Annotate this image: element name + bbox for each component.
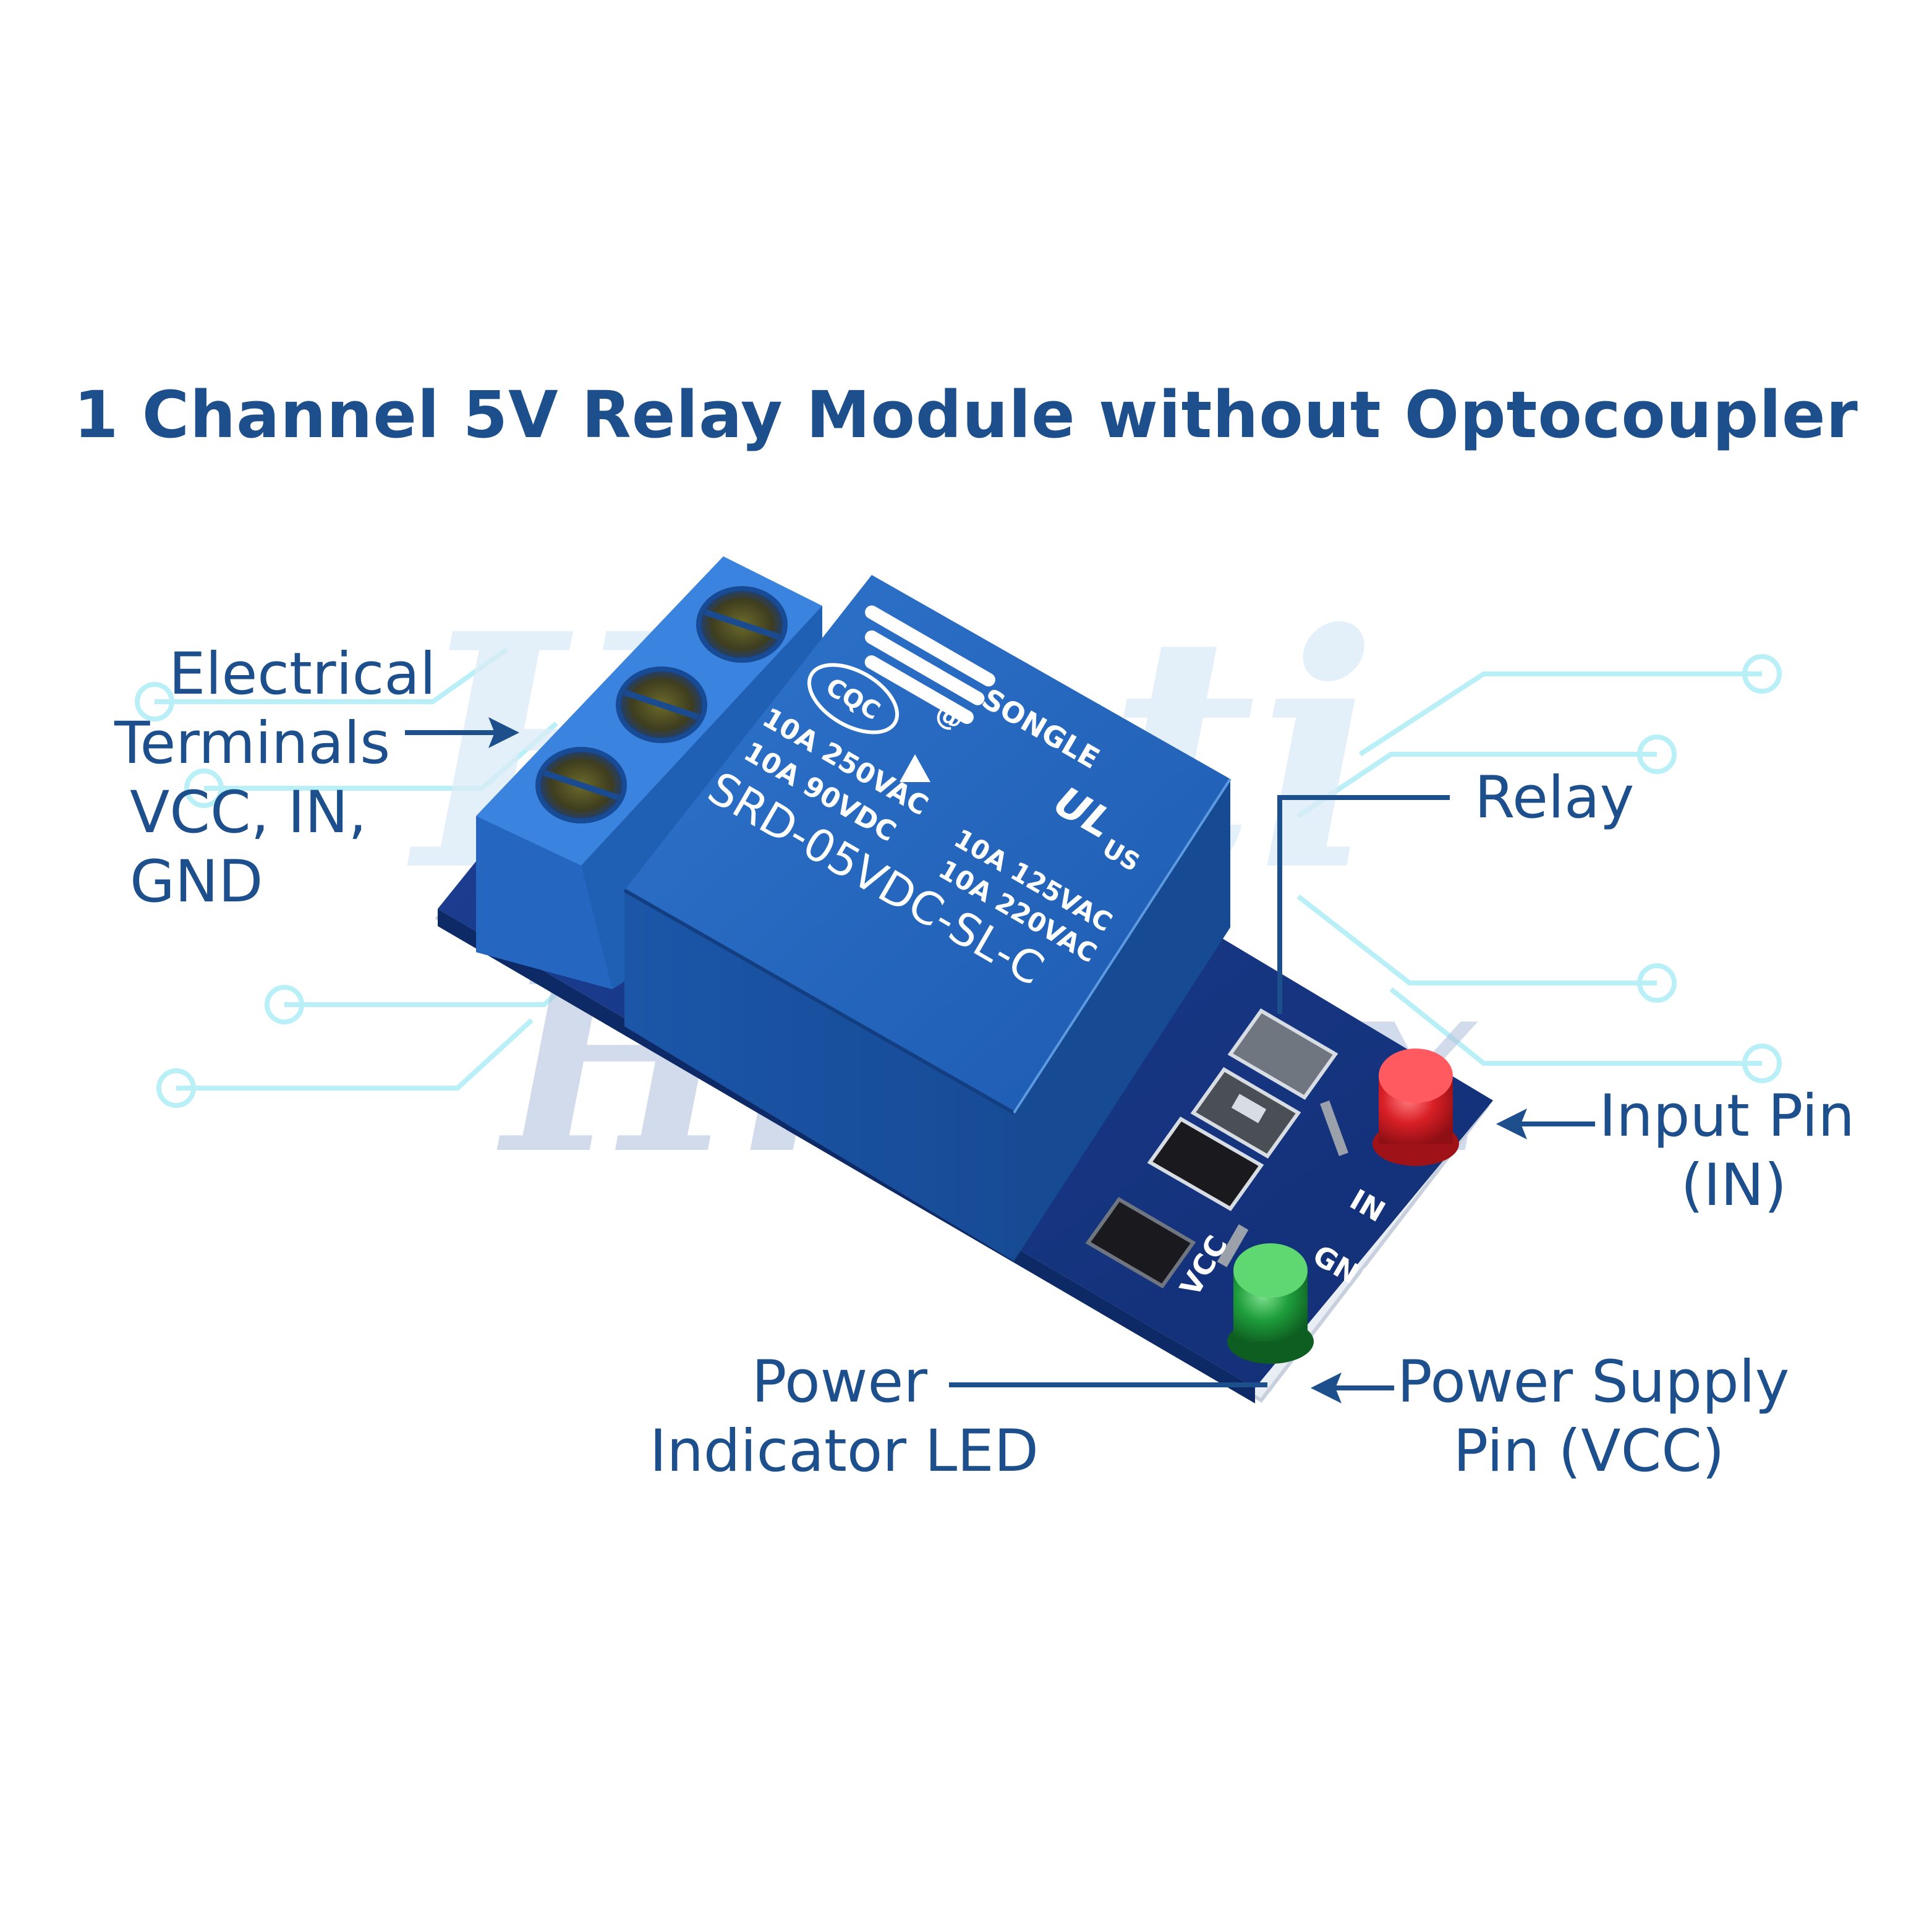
smd-resistor-1 [1227,1008,1338,1100]
label-electrical-terminals-line1: Electrical [168,640,436,708]
callout-line-relay [1277,795,1450,1014]
label-power-supply-pin-line1: Power Supply [1397,1348,1790,1416]
red-led [1372,1049,1459,1166]
label-power-indicator-led-line1: Power [751,1348,927,1416]
smd-components [1085,1008,1348,1288]
label-input-pin-line2: (IN) [1680,1152,1787,1219]
callout-arrow-vcc [1311,1372,1342,1403]
warning-triangle-icon [900,754,930,782]
label-power-indicator-led-line2: Indicator LED [649,1418,1039,1485]
callouts [405,717,1595,1403]
relay-body [623,575,1232,1261]
label-power-supply-pin: Power Supply Pin (VCC) [1397,1348,1790,1486]
label-power-supply-pin-line2: Pin (VCC) [1453,1418,1725,1485]
green-led [1227,1243,1314,1364]
callout-arrow-terminals [488,717,519,748]
label-electrical-terminals-line4: GND [130,848,263,916]
label-input-pin-line1: Input Pin [1599,1083,1855,1150]
smd-diode [1085,1197,1196,1288]
callout-arrow-input [1496,1109,1527,1139]
label-electrical-terminals-line2: Terminals [114,710,391,777]
page-title: 1 Channel 5V Relay Module without Optoco… [74,377,1858,453]
label-electrical-terminals-line3: VCC, IN, [130,779,367,846]
label-input-pin: Input Pin (IN) [1583,1082,1855,1220]
songle-logo [864,605,995,725]
label-electrical-terminals: Electrical Terminals VCC, IN, GND [114,640,436,917]
label-relay: Relay [1475,764,1635,832]
label-power-indicator-led: Power Indicator LED [606,1348,1039,1486]
smd-transistor [1147,1117,1264,1211]
